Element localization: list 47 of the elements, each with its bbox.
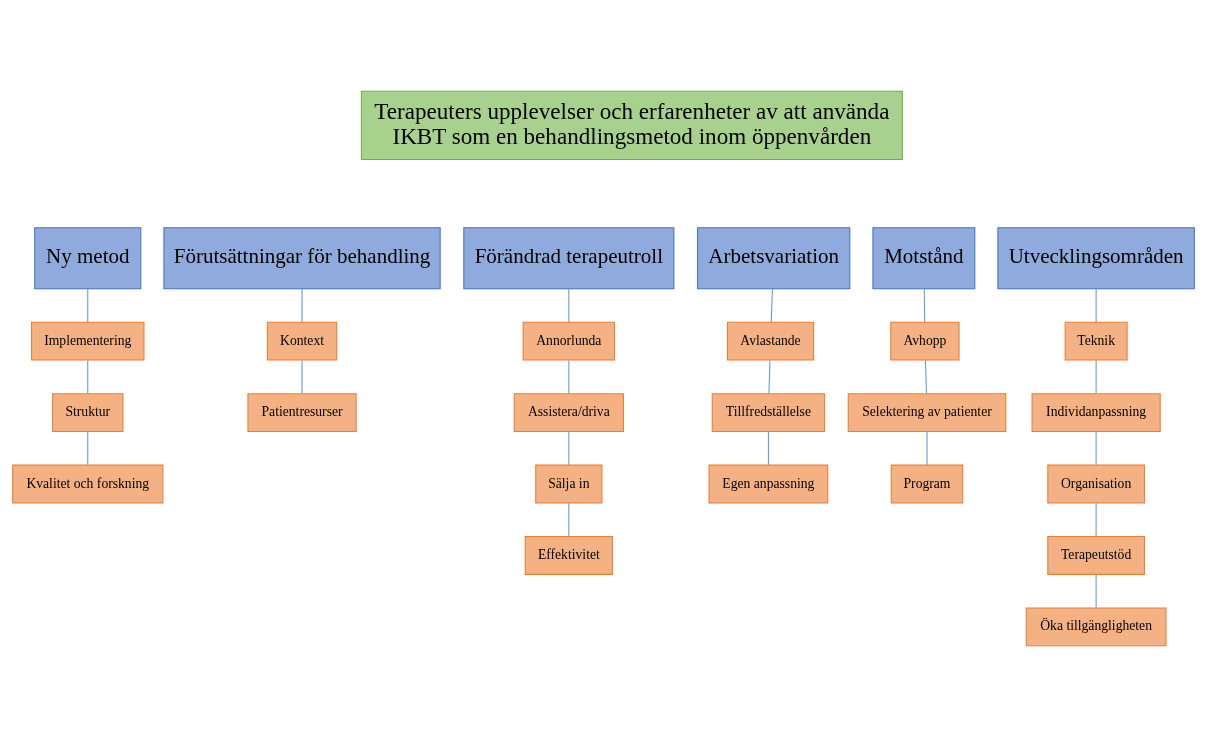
connector	[1095, 573, 1097, 608]
connector	[924, 359, 927, 394]
node-box: Organisation	[1047, 464, 1145, 503]
node-box: Ny metod	[34, 226, 142, 289]
node-box: Avhopp	[890, 321, 960, 361]
node-box: Arbetsvariation	[697, 226, 851, 289]
connector	[568, 287, 570, 323]
node-box: Kvalitet och forskning	[12, 464, 164, 503]
node-box: Effektivitet	[524, 535, 613, 575]
node-box: Tillfredställelse	[711, 392, 826, 432]
connector	[568, 359, 570, 394]
node-box: Annorlunda	[522, 321, 616, 361]
node-box: Förutsättningar för behandling	[163, 226, 441, 289]
node-box: Avlastande	[726, 321, 815, 361]
connector	[568, 430, 570, 465]
connector	[87, 359, 89, 394]
connector	[301, 359, 303, 394]
node-box: Selektering av patienter	[847, 392, 1007, 432]
node-box: Terapeutstöd	[1047, 535, 1145, 575]
connector	[87, 287, 89, 323]
connector	[770, 287, 774, 323]
node-box: Patientresurser	[247, 392, 357, 432]
connector	[1095, 502, 1097, 537]
node-box: Struktur	[52, 392, 124, 432]
connector	[1095, 287, 1097, 323]
node-box: Program	[890, 464, 964, 503]
node-box: Assistera/driva	[513, 392, 624, 432]
node-box: Sälja in	[535, 464, 603, 503]
node-box: Egen anpassning	[708, 464, 829, 503]
connector	[301, 287, 303, 323]
node-box: Motstånd	[872, 226, 976, 289]
connector	[87, 430, 89, 465]
node-box: Utvecklingsområden	[997, 226, 1195, 289]
node-box: Förändrad terapeutroll	[463, 226, 675, 289]
node-box: Terapeuters upplevelser och erfarenheter av att använda IKBT som en behandlingsmetod inom öppenvården	[360, 90, 903, 160]
connector	[926, 430, 928, 465]
connector	[768, 359, 771, 394]
node-box: Individanpassning	[1031, 392, 1161, 432]
node-box: Teknik	[1064, 321, 1128, 361]
node-box: Kontext	[266, 321, 338, 361]
connector	[767, 430, 769, 465]
connector	[1095, 430, 1097, 465]
node-box: Implementering	[31, 321, 145, 361]
connector	[1095, 359, 1097, 394]
node-box: Öka tillgängligheten	[1025, 606, 1167, 646]
connector	[568, 502, 570, 537]
connector	[923, 287, 926, 323]
